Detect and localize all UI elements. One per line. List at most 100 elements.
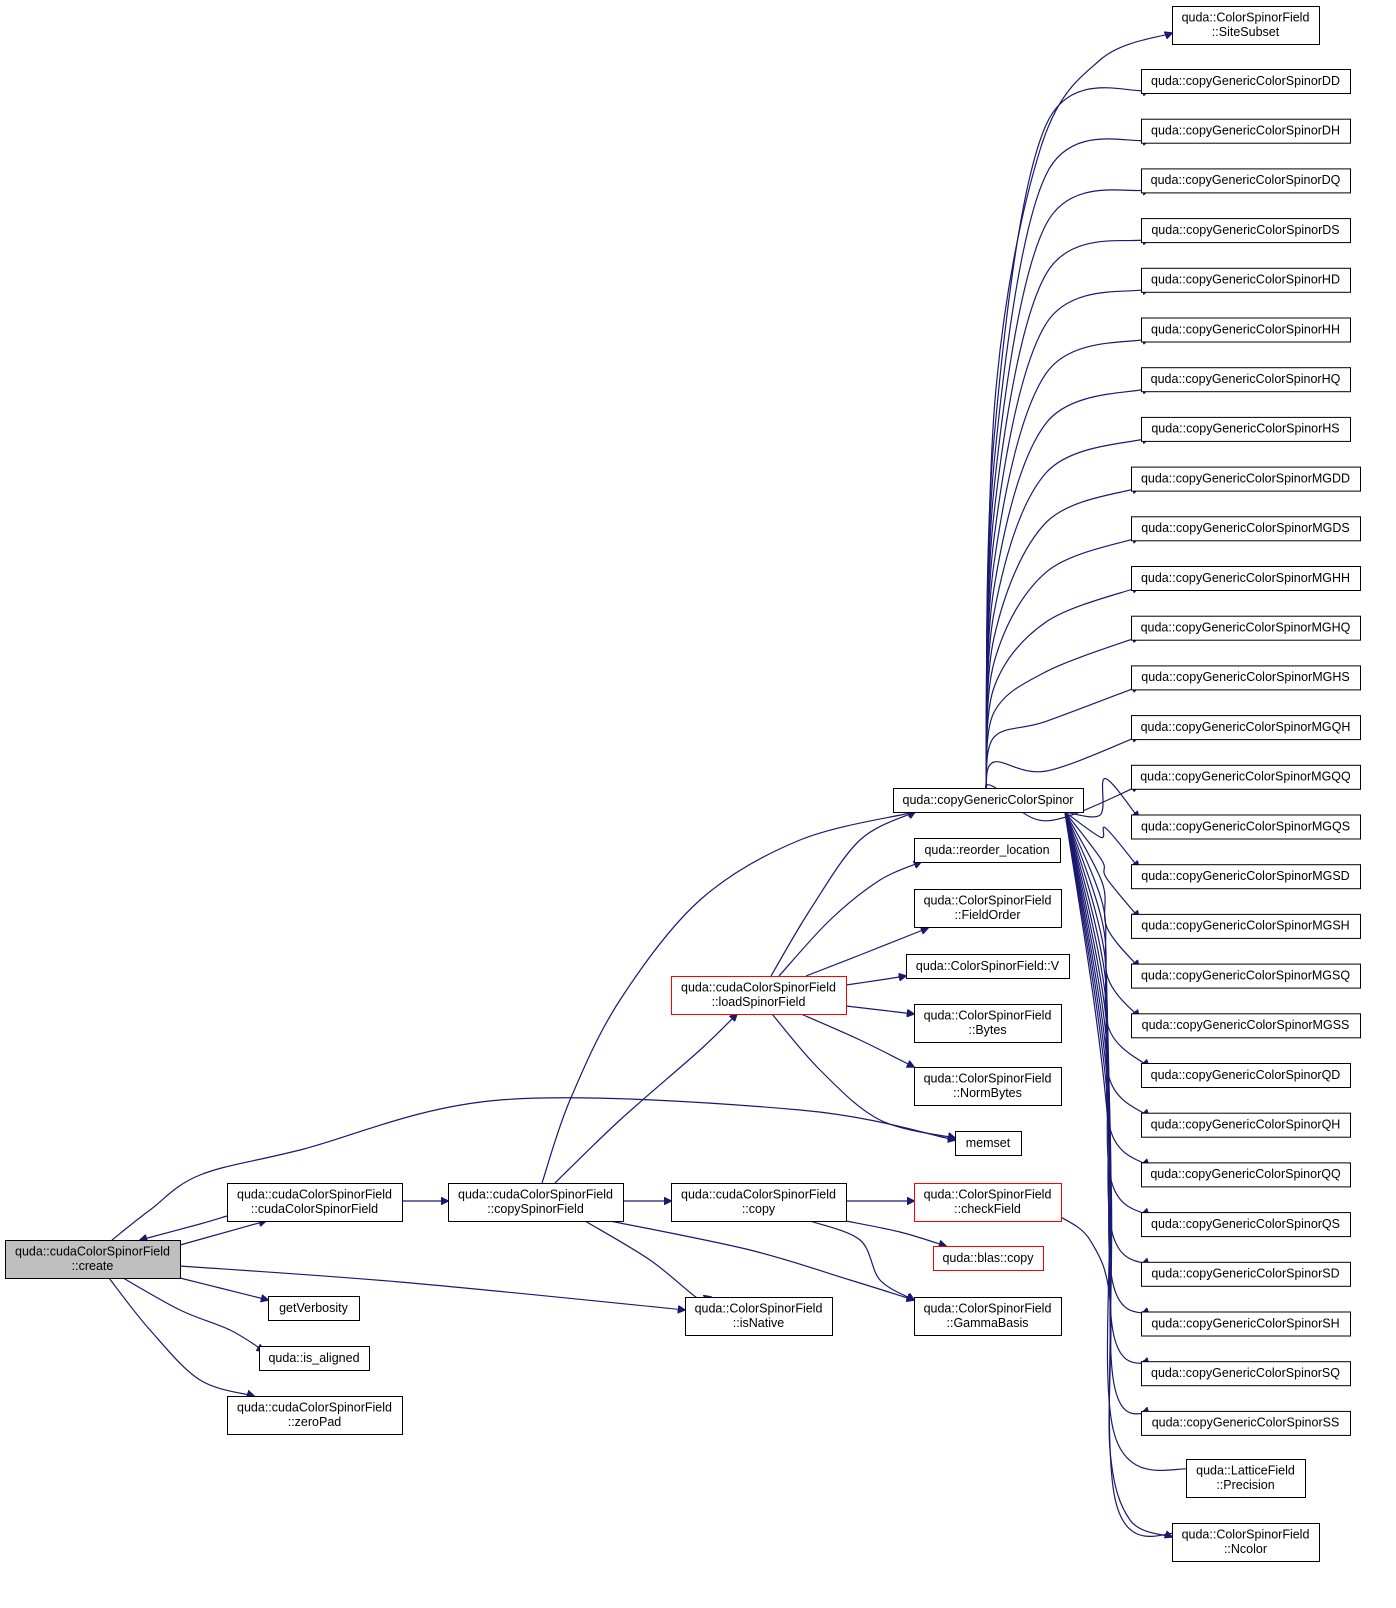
node-label-line: quda::ColorSpinorField	[1182, 1528, 1310, 1542]
node-SS[interactable]: quda::copyGenericColorSpinorSS	[1141, 1410, 1351, 1436]
node-HH[interactable]: quda::copyGenericColorSpinorHH	[1141, 317, 1351, 343]
node-label-line: quda::copyGenericColorSpinorMGSQ	[1141, 968, 1350, 982]
node-box	[1141, 1261, 1351, 1287]
edge-loadSpinorField-to-copyGeneric	[770, 812, 915, 977]
node-MGDS[interactable]: quda::copyGenericColorSpinorMGDS	[1131, 516, 1361, 542]
edge-copyGeneric-to-Precision	[1064, 811, 1194, 1472]
node-FieldOrder[interactable]: quda::ColorSpinorField::FieldOrder	[914, 889, 1062, 928]
node-copyGeneric[interactable]: quda::copyGenericColorSpinor	[893, 788, 1084, 813]
node-label-line: ::SiteSubset	[1212, 25, 1280, 39]
node-label-line: quda::ColorSpinorField	[924, 1072, 1052, 1086]
node-DQ[interactable]: quda::copyGenericColorSpinorDQ	[1141, 168, 1351, 194]
edge-copyGeneric-to-HQ	[985, 388, 1149, 789]
node-QH[interactable]: quda::copyGenericColorSpinorQH	[1141, 1112, 1351, 1138]
node-NormBytes[interactable]: quda::ColorSpinorField::NormBytes	[914, 1067, 1062, 1106]
node-label-line: quda::copyGenericColorSpinorMGDS	[1141, 521, 1349, 535]
node-copy[interactable]: quda::cudaColorSpinorField::copy	[671, 1183, 847, 1222]
node-label-line: quda::copyGenericColorSpinorMGSS	[1142, 1018, 1350, 1032]
node-box	[1141, 218, 1351, 244]
node-box	[914, 889, 1062, 928]
node-GammaBasis[interactable]: quda::ColorSpinorField::GammaBasis	[914, 1297, 1062, 1336]
node-SH[interactable]: quda::copyGenericColorSpinorSH	[1141, 1311, 1351, 1337]
edge-path	[1064, 811, 1139, 1017]
node-MGSQ[interactable]: quda::copyGenericColorSpinorMGSQ	[1131, 963, 1361, 989]
node-blascopy[interactable]: quda::blas::copy	[933, 1246, 1044, 1271]
node-MGQQ[interactable]: quda::copyGenericColorSpinorMGQQ	[1131, 764, 1361, 790]
edge-path	[1064, 811, 1194, 1472]
node-label-line: quda::copyGenericColorSpinorQQ	[1150, 1167, 1341, 1181]
node-HQ[interactable]: quda::copyGenericColorSpinorHQ	[1141, 367, 1351, 393]
node-DH[interactable]: quda::copyGenericColorSpinorDH	[1141, 118, 1351, 144]
node-label-line: quda::copyGenericColorSpinorMGHQ	[1141, 620, 1351, 634]
node-create[interactable]: quda::cudaColorSpinorField::create	[5, 1240, 181, 1279]
node-QQ[interactable]: quda::copyGenericColorSpinorQQ	[1141, 1162, 1351, 1188]
node-label-line: ::NormBytes	[953, 1086, 1022, 1100]
edge-copySpinorField-to-GammaBasis	[609, 1220, 914, 1300]
node-HS[interactable]: quda::copyGenericColorSpinorHS	[1141, 416, 1351, 442]
node-label-line: quda::blas::copy	[942, 1251, 1034, 1265]
node-MGSD[interactable]: quda::copyGenericColorSpinorMGSD	[1131, 864, 1361, 890]
edge-path	[845, 1220, 946, 1246]
node-label-line: quda::copyGenericColorSpinor	[903, 793, 1074, 807]
node-label-line: ::loadSpinorField	[712, 995, 806, 1009]
node-zeroPad[interactable]: quda::cudaColorSpinorField::zeroPad	[227, 1396, 403, 1435]
edge-copyGeneric-to-MGHH	[985, 587, 1139, 789]
node-label-line: ::create	[72, 1259, 114, 1273]
node-label-line: quda::copyGenericColorSpinorMGSH	[1141, 919, 1349, 933]
node-Precision[interactable]: quda::LatticeField::Precision	[1186, 1459, 1306, 1498]
node-SQ[interactable]: quda::copyGenericColorSpinorSQ	[1141, 1361, 1351, 1387]
node-label-line: quda::copyGenericColorSpinorSQ	[1151, 1366, 1340, 1380]
node-MGSH[interactable]: quda::copyGenericColorSpinorMGSH	[1131, 913, 1361, 939]
node-copySpinorField[interactable]: quda::cudaColorSpinorField::copySpinorFi…	[448, 1183, 624, 1222]
node-SD[interactable]: quda::copyGenericColorSpinorSD	[1141, 1261, 1351, 1287]
edge-ctor-to-create	[140, 1215, 228, 1240]
edge-path	[1064, 811, 1139, 918]
node-MGQS[interactable]: quda::copyGenericColorSpinorMGQS	[1131, 814, 1361, 840]
node-box	[1131, 615, 1361, 641]
node-label-line: quda::copyGenericColorSpinorMGQH	[1141, 720, 1351, 734]
node-getVerbosity[interactable]: getVerbosity	[268, 1296, 360, 1321]
node-box	[914, 1004, 1062, 1043]
node-label-line: quda::copyGenericColorSpinorHH	[1151, 322, 1340, 336]
node-QS[interactable]: quda::copyGenericColorSpinorQS	[1141, 1212, 1351, 1238]
node-isNative[interactable]: quda::ColorSpinorField::isNative	[685, 1297, 833, 1336]
edge-loadSpinorField-to-reorder	[778, 862, 921, 977]
node-label-line: quda::copyGenericColorSpinorMGQS	[1141, 819, 1350, 833]
node-MGQH[interactable]: quda::copyGenericColorSpinorMGQH	[1131, 715, 1361, 741]
node-QD[interactable]: quda::copyGenericColorSpinorQD	[1141, 1063, 1351, 1088]
node-label-line: quda::copyGenericColorSpinorMGDD	[1141, 471, 1350, 485]
node-V[interactable]: quda::ColorSpinorField::V	[906, 954, 1070, 979]
edge-copyGeneric-to-MGSQ	[1064, 811, 1139, 968]
node-box	[1141, 1212, 1351, 1238]
node-DS[interactable]: quda::copyGenericColorSpinorDS	[1141, 218, 1351, 244]
node-HD[interactable]: quda::copyGenericColorSpinorHD	[1141, 267, 1351, 293]
node-MGHH[interactable]: quda::copyGenericColorSpinorMGHH	[1131, 566, 1361, 591]
edge-copyGeneric-to-MGDS	[985, 537, 1139, 789]
node-DD[interactable]: quda::copyGenericColorSpinorDD	[1141, 69, 1351, 94]
node-loadSpinorField[interactable]: quda::cudaColorSpinorField::loadSpinorFi…	[671, 976, 847, 1015]
edge-copyGeneric-to-MGQH	[985, 736, 1139, 789]
edge-copyGeneric-to-MGHQ	[985, 637, 1139, 789]
edge-path	[1064, 811, 1180, 1537]
node-is_aligned[interactable]: quda::is_aligned	[259, 1346, 370, 1371]
edge-path	[845, 1005, 914, 1014]
node-SiteSubset[interactable]: quda::ColorSpinorField::SiteSubset	[1172, 6, 1320, 45]
edge-path	[985, 139, 1149, 789]
edge-path	[122, 1277, 264, 1351]
node-box	[1141, 317, 1351, 343]
node-MGHQ[interactable]: quda::copyGenericColorSpinorMGHQ	[1131, 615, 1361, 641]
node-MGSS[interactable]: quda::copyGenericColorSpinorMGSS	[1131, 1013, 1361, 1039]
node-label-line: quda::copyGenericColorSpinorDH	[1151, 123, 1340, 137]
node-checkField[interactable]: quda::ColorSpinorField::checkField	[914, 1183, 1062, 1222]
node-ctor[interactable]: quda::cudaColorSpinorField::cudaColorSpi…	[227, 1183, 403, 1222]
node-Ncolor[interactable]: quda::ColorSpinorField::Ncolor	[1172, 1523, 1320, 1562]
node-MGDD[interactable]: quda::copyGenericColorSpinorMGDD	[1131, 466, 1361, 492]
node-MGHS[interactable]: quda::copyGenericColorSpinorMGHS	[1131, 665, 1361, 691]
node-reorder[interactable]: quda::reorder_location	[914, 838, 1061, 863]
edge-path	[771, 1013, 955, 1138]
node-box	[914, 1297, 1062, 1336]
edge-create-to-zeroPad	[108, 1277, 254, 1396]
node-Bytes[interactable]: quda::ColorSpinorField::Bytes	[914, 1004, 1062, 1043]
node-memset[interactable]: memset	[955, 1131, 1022, 1156]
